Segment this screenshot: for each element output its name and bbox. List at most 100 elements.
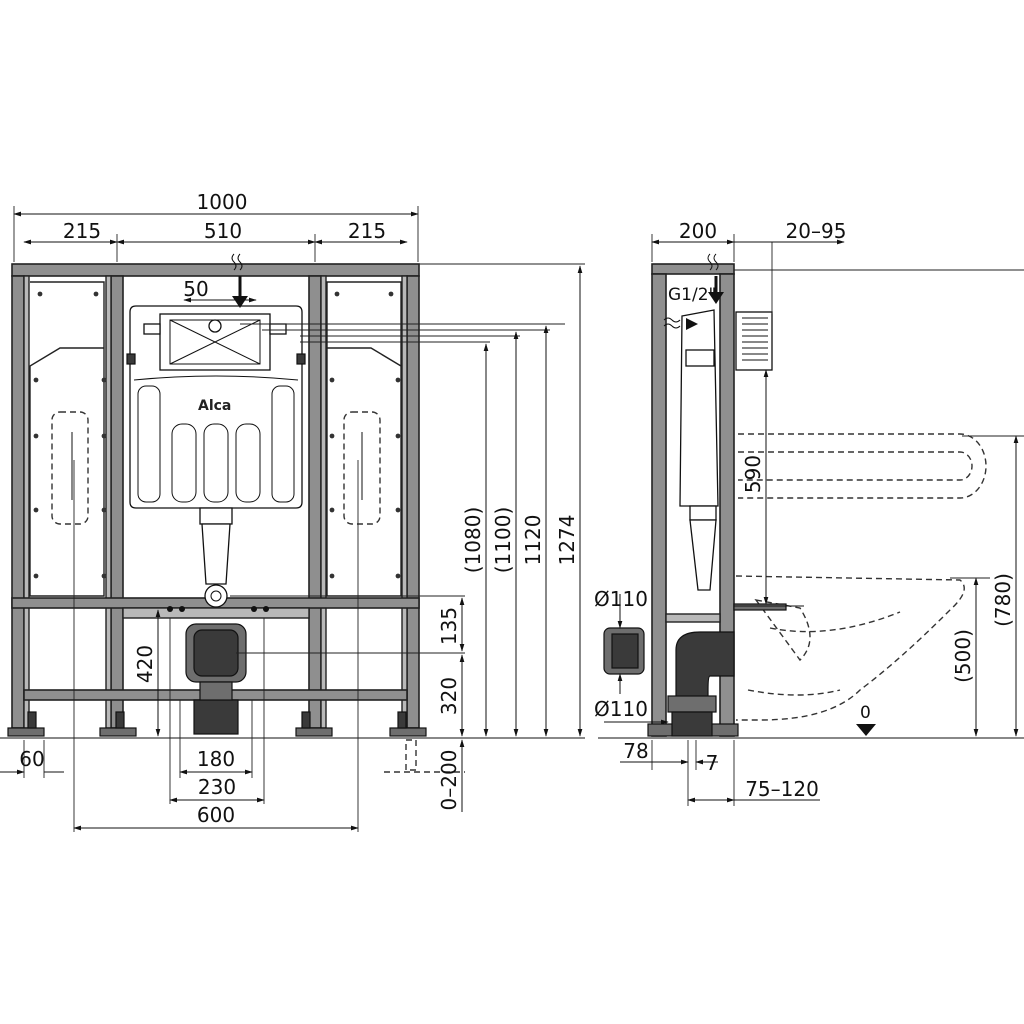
right-grab-bar-outline: [343, 411, 381, 525]
path: [675, 631, 735, 713]
dim-height-1120: 1120: [521, 515, 545, 566]
rect: [733, 603, 787, 611]
dim-wall-offset: 20–95: [786, 219, 847, 243]
rect: [27, 711, 37, 729]
rect: [296, 353, 306, 365]
floor-zero-label: 0: [860, 703, 871, 723]
circle: [101, 377, 107, 383]
dim-height-1274: 1274: [555, 515, 579, 566]
strip: [23, 275, 30, 729]
rect: [269, 323, 287, 335]
path: [754, 598, 811, 662]
dim-height-1100: (1100): [491, 507, 515, 574]
side-flush-plate: [735, 311, 773, 371]
side-cistern: [679, 309, 719, 507]
dim-78: 78: [623, 739, 648, 763]
dim-height-1080: (1080): [461, 507, 485, 574]
dim-left-section: 215: [63, 219, 101, 243]
waste-outlet: [167, 606, 269, 735]
rect: [193, 699, 239, 735]
inlet-thread-label: G1/2": [668, 285, 716, 305]
side-waste-elbow: [667, 631, 735, 737]
rect: [735, 311, 773, 371]
rect: [611, 633, 639, 669]
circle: [334, 291, 340, 297]
left-grab-bar-outline: [51, 411, 89, 525]
path: [689, 519, 717, 591]
path: [201, 523, 231, 585]
rect: [671, 711, 713, 737]
circle: [33, 377, 39, 383]
floor-zero-marker-icon: [856, 724, 876, 736]
circle: [395, 433, 401, 439]
dim-diameter-top: Ø110: [594, 587, 648, 611]
dim-height-780: (780): [991, 573, 1015, 627]
front-left-inner-post: [110, 275, 124, 729]
dim-total-width: 1000: [197, 190, 248, 214]
circle: [179, 606, 185, 612]
front-left-outer-post: [11, 275, 25, 729]
circle: [101, 573, 107, 579]
rect: [171, 423, 197, 503]
rect: [389, 727, 427, 737]
circle: [388, 291, 394, 297]
path: [686, 318, 698, 330]
circle: [329, 507, 335, 513]
side-water-inlet-icon: [663, 253, 724, 330]
rect: [203, 423, 229, 503]
brand-logo: Alca: [198, 398, 231, 414]
dim-width-180: 180: [197, 747, 235, 771]
toilet-bowl-outline: [735, 575, 965, 721]
dim-diameter-bottom: Ø110: [594, 697, 648, 721]
right-side-panel: [326, 281, 402, 597]
pipe-fitting-110: [603, 627, 645, 675]
line: [169, 319, 261, 365]
flush-pipe: [199, 507, 233, 608]
left-side-panel: [29, 281, 105, 597]
side-view: Ø110 Ø110 G1/2" 200 20–95 590 (780) (500…: [594, 219, 1024, 806]
dim-foot-60: 60: [19, 747, 44, 771]
rect: [667, 695, 717, 713]
leg-extension-outline: [405, 739, 417, 771]
side-top-rail: [651, 263, 735, 275]
circle: [33, 573, 39, 579]
dim-leg-adjust: 0–200: [437, 750, 461, 811]
circle: [204, 584, 228, 608]
rect: [665, 613, 721, 623]
rect: [193, 629, 239, 677]
front-fixing-bar: [122, 607, 310, 619]
rect: [115, 711, 125, 729]
rect: [126, 353, 136, 365]
strip: [320, 275, 327, 729]
dim-75-120: 75–120: [745, 777, 819, 801]
rect: [397, 711, 407, 729]
circle: [167, 606, 173, 612]
dim-width-600: 600: [197, 803, 235, 827]
path: [738, 451, 973, 481]
circle: [101, 507, 107, 513]
rect: [271, 385, 295, 503]
path: [747, 689, 841, 696]
rect: [99, 727, 137, 737]
strip: [105, 275, 112, 729]
front-feet: [7, 711, 427, 737]
rect: [137, 385, 161, 503]
circle: [395, 377, 401, 383]
dim-height-500: (500): [951, 629, 975, 683]
path: [663, 317, 681, 329]
circle: [329, 573, 335, 579]
circle: [93, 291, 99, 297]
path: [237, 253, 243, 271]
panel-screws: [33, 291, 401, 579]
dim-right-section: 215: [348, 219, 386, 243]
circle: [329, 433, 335, 439]
circle: [33, 507, 39, 513]
path: [133, 375, 299, 381]
path: [713, 253, 719, 271]
rect: [295, 727, 333, 737]
rect: [689, 505, 717, 521]
dim-width-230: 230: [198, 775, 236, 799]
strip: [401, 275, 408, 729]
circle: [251, 606, 257, 612]
